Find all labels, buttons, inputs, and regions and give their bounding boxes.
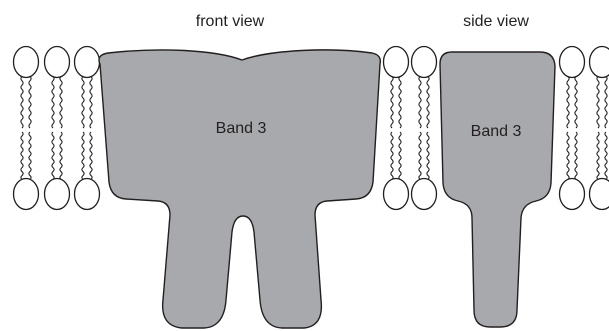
- lipid-tail: [29, 132, 31, 180]
- lipid-tail: [391, 132, 393, 180]
- lipid-head: [590, 179, 609, 210]
- band3-side-protein: [440, 52, 555, 327]
- lipid-molecule: [412, 47, 437, 210]
- lipid-tail: [391, 77, 393, 129]
- lipid-tail: [419, 132, 421, 180]
- lipid-head: [412, 47, 437, 78]
- lipid-tail: [82, 77, 84, 129]
- lipid-head: [75, 179, 100, 210]
- lipid-tail: [399, 132, 401, 180]
- lipid-tail: [399, 77, 401, 129]
- lipid-head: [14, 179, 39, 210]
- lipid-tail: [21, 132, 23, 180]
- lipid-tail: [21, 77, 23, 129]
- lipid-tail: [575, 132, 577, 180]
- lipid-tail: [52, 77, 54, 129]
- lipid-tail: [82, 132, 84, 180]
- band3-front-label: Band 3: [216, 120, 267, 137]
- lipid-head: [590, 47, 609, 78]
- lipid-tail: [427, 77, 429, 129]
- lipid-molecule: [590, 47, 609, 210]
- lipid-tail: [90, 132, 92, 180]
- lipid-tail: [427, 132, 429, 180]
- lipid-head: [560, 47, 585, 78]
- band3-side-label: Band 3: [471, 123, 522, 140]
- lipid-head: [75, 47, 100, 78]
- lipid-tail: [29, 77, 31, 129]
- lipid-tail: [597, 77, 599, 129]
- lipid-head: [45, 47, 70, 78]
- lipid-tail: [605, 77, 607, 129]
- lipid-head: [384, 179, 409, 210]
- front-view-label: front view: [196, 13, 265, 30]
- lipid-tail: [597, 132, 599, 180]
- band3-front-protein: [99, 50, 380, 328]
- lipid-head: [412, 179, 437, 210]
- lipid-head: [14, 47, 39, 78]
- lipid-head: [384, 47, 409, 78]
- side-view-label: side view: [463, 13, 529, 30]
- lipid-tail: [60, 132, 62, 180]
- lipid-tail: [605, 132, 607, 180]
- lipid-tail: [90, 77, 92, 129]
- lipid-tail: [567, 77, 569, 129]
- lipid-molecule: [14, 47, 39, 210]
- lipid-tail: [419, 77, 421, 129]
- lipid-molecule: [384, 47, 409, 210]
- lipid-tail: [575, 77, 577, 129]
- lipid-molecule: [560, 47, 585, 210]
- lipid-tail: [52, 132, 54, 180]
- lipid-molecule: [45, 47, 70, 210]
- lipid-tail: [60, 77, 62, 129]
- lipid-head: [45, 179, 70, 210]
- lipid-tail: [567, 132, 569, 180]
- lipid-head: [560, 179, 585, 210]
- lipid-molecule: [75, 47, 100, 210]
